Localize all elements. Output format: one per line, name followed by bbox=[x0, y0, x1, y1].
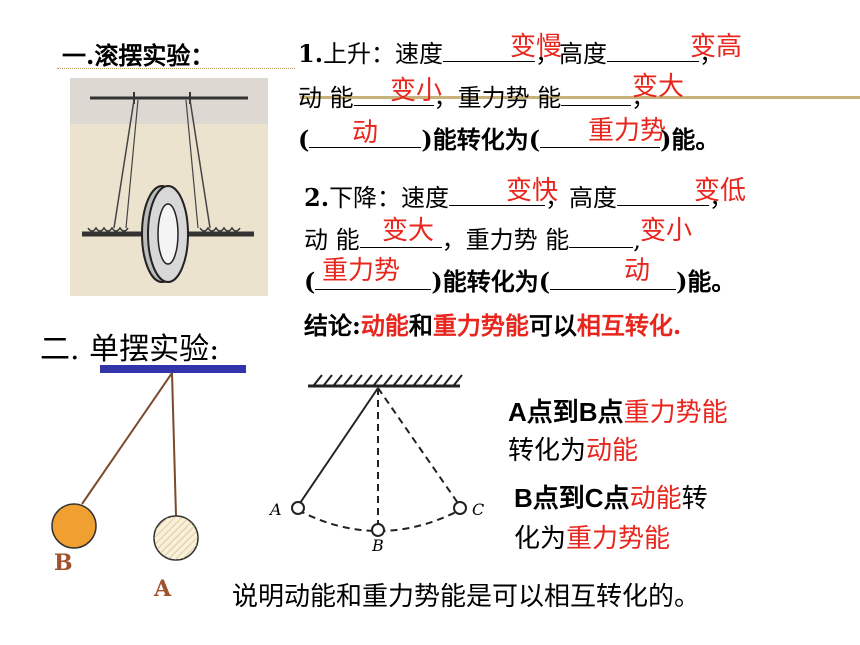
fall-line3: ( )能转化为( )能。 bbox=[304, 262, 735, 297]
conclusion: 结论:动能和重力势能可以相互转化. bbox=[304, 306, 681, 341]
fall-end: )能。 bbox=[676, 267, 736, 296]
diagram-label-a: A bbox=[270, 500, 282, 519]
rise-line1: 1.上升：速度 ，高度 ， bbox=[298, 34, 723, 69]
rise-from-blank bbox=[309, 125, 422, 148]
rise-pe-blank bbox=[561, 83, 632, 106]
section1-title: 一.滚摆实验： bbox=[62, 41, 215, 70]
rise-number: 1. bbox=[298, 39, 324, 68]
rise-pe-label: ，重力势 能 bbox=[433, 84, 562, 112]
fall-number: 2. bbox=[304, 183, 330, 212]
conclusion-prefix: 结论: bbox=[304, 311, 361, 340]
fall-from-blank bbox=[315, 267, 432, 290]
top-decoration bbox=[0, 0, 860, 8]
rise-speed-blank bbox=[443, 39, 536, 62]
conclusion-can: 可以 bbox=[528, 311, 577, 340]
diagram-label-c: C bbox=[472, 500, 485, 519]
fall-comma-2: , bbox=[633, 226, 641, 254]
fall-pe-blank bbox=[569, 225, 634, 248]
bc-kinetic: 动能 bbox=[629, 483, 682, 513]
fall-paren-open: ( bbox=[304, 267, 316, 296]
rise-line2: 动 能 ，重力势 能 ， bbox=[298, 78, 655, 113]
answer-fall-pe: 变小 bbox=[640, 216, 693, 246]
bc-line1: B点到C点动能转 bbox=[514, 478, 708, 515]
maxwell-wheel-illustration bbox=[70, 78, 268, 296]
bc-potential: 重力势能 bbox=[566, 523, 671, 553]
rise-convert-label: )能转化为( bbox=[421, 125, 541, 154]
rise-height-blank bbox=[607, 39, 700, 62]
answer-rise-from: 动 bbox=[352, 118, 379, 148]
diagram-label-b: B bbox=[372, 536, 384, 555]
fall-pe-label: ，重力势 能 bbox=[441, 226, 570, 254]
rise-to-blank bbox=[540, 125, 661, 148]
conclusion-and: 和 bbox=[408, 311, 433, 340]
fall-speed-label: 下降：速度 bbox=[329, 184, 450, 212]
rise-end: )能。 bbox=[660, 125, 720, 154]
rise-comma: ， bbox=[699, 40, 724, 68]
rise-line3: ( )能转化为( )能。 bbox=[298, 120, 719, 155]
rise-speed-label: 上升：速度 bbox=[323, 40, 444, 68]
section2-title: 二. 单摆实验: bbox=[40, 332, 220, 367]
pendulum-diagram bbox=[291, 374, 467, 537]
label-a: A bbox=[154, 576, 172, 602]
rise-paren-open: ( bbox=[298, 125, 310, 154]
fall-height-label: ，高度 bbox=[545, 184, 618, 212]
answer-fall-ke: 变大 bbox=[382, 216, 435, 246]
ab-kinetic: 动能 bbox=[586, 435, 639, 465]
ab-line1: A点到B点重力势能 bbox=[508, 392, 728, 429]
rise-height-label: ，高度 bbox=[535, 40, 608, 68]
fall-line1: 2.下降：速度 ，高度 ， bbox=[304, 178, 733, 213]
answer-fall-from: 重力势 bbox=[322, 256, 401, 286]
ab-convert: 转化为 bbox=[508, 435, 587, 465]
ab-potential: 重力势能 bbox=[623, 397, 728, 427]
conclusion-kinetic: 动能 bbox=[360, 311, 409, 340]
fall-height-blank bbox=[617, 183, 710, 206]
answer-rise-height: 变高 bbox=[690, 32, 743, 62]
conclusion-mutual: 相互转化. bbox=[576, 311, 682, 340]
answer-rise-pe: 变大 bbox=[632, 72, 685, 102]
answer-fall-height: 变低 bbox=[694, 176, 747, 206]
fall-to-blank bbox=[550, 267, 677, 290]
answer-rise-ke: 变小 bbox=[390, 76, 443, 106]
fall-ke-blank bbox=[359, 225, 442, 248]
summary: 说明动能和重力势能是可以相互转化的。 bbox=[232, 581, 701, 611]
answer-rise-to: 重力势 bbox=[588, 116, 667, 146]
ab-points: A点到B点 bbox=[508, 397, 624, 427]
bc-convert: 化为 bbox=[514, 523, 567, 553]
rise-ke-label: 动 能 bbox=[298, 84, 354, 112]
rise-comma-2: ， bbox=[631, 84, 656, 112]
simple-pendulum bbox=[51, 365, 246, 561]
bc-turn: 转 bbox=[681, 483, 708, 513]
answer-rise-speed: 变慢 bbox=[510, 32, 563, 62]
answer-fall-to: 动 bbox=[624, 256, 651, 286]
fall-comma: ， bbox=[709, 184, 734, 212]
fall-speed-blank bbox=[449, 183, 546, 206]
bc-line2: 化为重力势能 bbox=[514, 518, 670, 555]
title-divider bbox=[57, 68, 295, 70]
rise-ke-blank bbox=[353, 83, 434, 106]
bc-points: B点到C点 bbox=[514, 483, 630, 513]
header-divider bbox=[300, 96, 860, 99]
label-b: B bbox=[54, 550, 73, 576]
fall-line2: 动 能 ，重力势 能, bbox=[304, 220, 641, 255]
fall-convert-label: )能转化为( bbox=[431, 267, 551, 296]
answer-fall-speed: 变快 bbox=[506, 176, 559, 206]
conclusion-potential: 重力势能 bbox=[432, 311, 529, 340]
fall-ke-label: 动 能 bbox=[304, 226, 360, 254]
ab-line2: 转化为动能 bbox=[508, 430, 638, 467]
